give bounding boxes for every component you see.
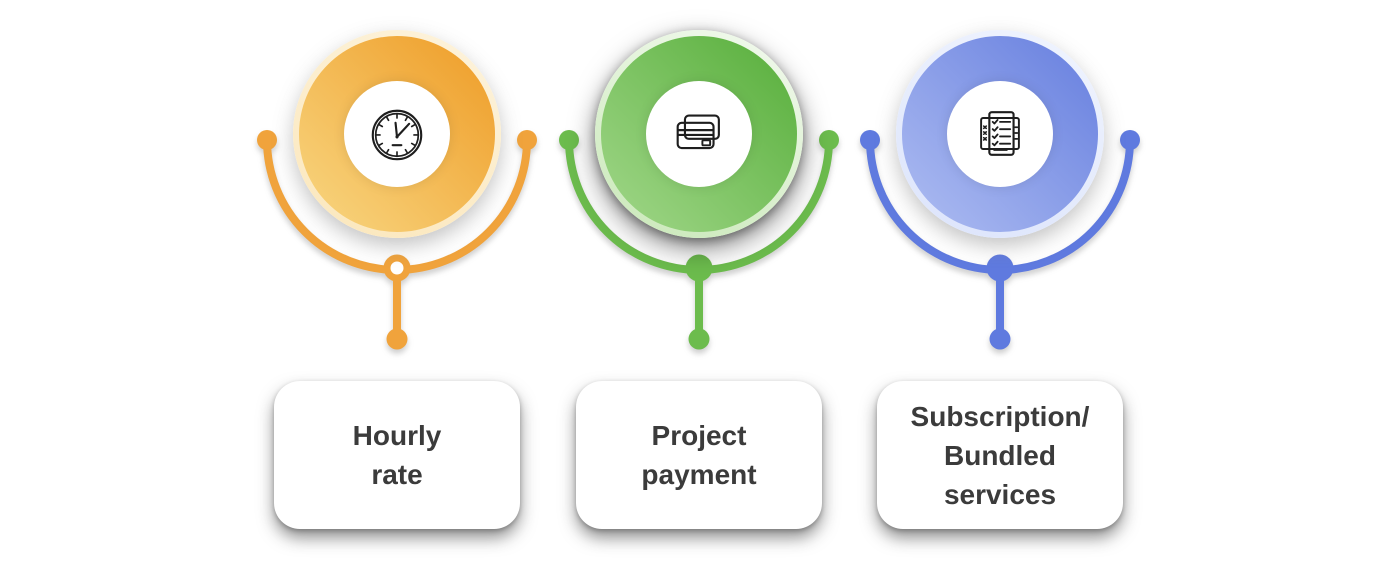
pricing-option-hourly-rate: Hourly rate bbox=[246, 0, 548, 582]
label-card: Project payment bbox=[576, 381, 822, 529]
pricing-option-project-payment: Project payment bbox=[548, 0, 850, 582]
stem-end-dot bbox=[989, 328, 1011, 350]
label-text: Project payment bbox=[641, 420, 757, 490]
label-card: Subscription/ Bundled services bbox=[877, 381, 1123, 529]
arc-bottom-dot-marker bbox=[986, 254, 1014, 282]
stem-end-dot bbox=[688, 328, 710, 350]
arc-end-dot-left bbox=[860, 130, 880, 150]
arc-bottom-dot-marker bbox=[685, 254, 713, 282]
arc-end-dot-left bbox=[257, 130, 277, 150]
clock-icon bbox=[371, 109, 423, 161]
arc-bottom-ring-marker bbox=[383, 254, 411, 282]
circle-badge bbox=[896, 30, 1104, 238]
pricing-option-subscription-bundled-services: Subscription/ Bundled services bbox=[849, 0, 1151, 582]
connector-arc bbox=[559, 130, 839, 350]
stem-end-dot bbox=[386, 328, 408, 350]
arc-end-dot-left bbox=[559, 130, 579, 150]
arc-end-dot-right bbox=[517, 130, 537, 150]
label-text: Hourly rate bbox=[352, 420, 442, 490]
checklist-icon bbox=[980, 111, 1020, 156]
label-text: Subscription/ Bundled services bbox=[910, 400, 1090, 510]
circle-badge bbox=[293, 30, 501, 238]
connector-arc bbox=[257, 130, 537, 350]
label-card: Hourly rate bbox=[274, 381, 520, 529]
arc-end-dot-right bbox=[819, 130, 839, 150]
arc-end-dot-right bbox=[1120, 130, 1140, 150]
circle-badge bbox=[595, 30, 803, 238]
credit-card-icon bbox=[676, 114, 720, 150]
connector-arc bbox=[860, 130, 1140, 350]
